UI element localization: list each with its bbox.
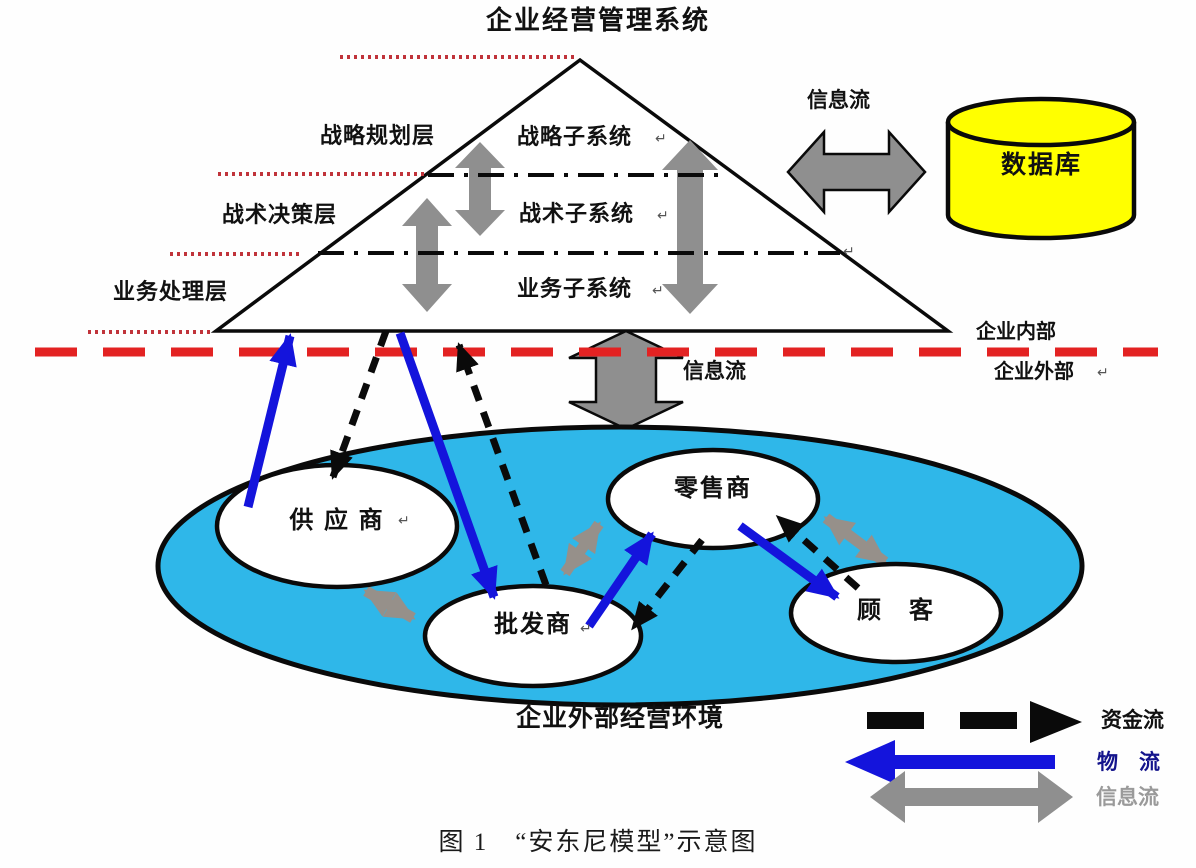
- environment-label: 企业外部经营环境: [515, 704, 724, 732]
- info-arrow-boundary: [568, 329, 684, 431]
- layer-label-strategic: 战略规划层: [320, 123, 436, 148]
- capital-arrow-wholesaler-enterprise: [455, 342, 550, 587]
- layer-label-tactical: 战术决策层: [222, 202, 338, 227]
- customer-circle: [788, 561, 1004, 665]
- material-arrow-wholesaler-retailer: [585, 531, 656, 629]
- info-arrow-all-levels: [662, 140, 718, 314]
- subsystem-label-business: 业务子系统: [517, 276, 633, 301]
- return-mark: ↵: [652, 282, 664, 298]
- diagram-title: 企业经营管理系统: [485, 5, 710, 35]
- legend-information-flow-label: 信息流: [1096, 786, 1159, 809]
- customer-label: 顾 客: [857, 597, 935, 624]
- database-cylinder-top: [945, 96, 1137, 148]
- info-arrow-supplier-wholesaler: [363, 586, 416, 623]
- layer-label-business: 业务处理层: [113, 279, 229, 304]
- return-mark: ↵: [398, 512, 410, 528]
- database-flow-label: 信息流: [807, 89, 870, 112]
- subsystem-label-strategic: 战略子系统: [517, 124, 633, 149]
- figure-caption: 图 1 “安东尼模型”示意图: [438, 829, 758, 856]
- retailer-label: 零售商: [674, 475, 752, 502]
- retailer-circle: [605, 447, 821, 551]
- legend-capital-flow-symbol: [867, 701, 1082, 743]
- wholesaler-circle: [422, 583, 644, 689]
- legend-material-flow-symbol: [845, 740, 1055, 784]
- material-arrow-supplier-enterprise: [243, 333, 297, 509]
- subsystem-label-tactical: 战术子系统: [519, 201, 635, 226]
- return-mark: ↵: [657, 207, 669, 223]
- legend-material-flow-label: 物 流: [1097, 751, 1160, 774]
- return-mark: ↵: [843, 243, 855, 259]
- boundary-outside-label: 企业外部: [994, 361, 1074, 383]
- info-arrow-database: [786, 128, 927, 216]
- info-arrow-retailer-customer: [822, 513, 889, 567]
- return-mark: ↵: [655, 130, 667, 146]
- return-mark: ↵: [1097, 364, 1109, 380]
- capital-arrow-customer-retailer: [775, 514, 861, 591]
- info-arrow-wholesaler-retailer: [560, 520, 604, 577]
- legend-information-flow-symbol: [870, 771, 1073, 823]
- pyramid-triangle: [210, 57, 954, 333]
- wholesaler-label: 批发商: [494, 611, 572, 638]
- database-label: 数据库: [1000, 151, 1082, 179]
- capital-arrow-retailer-wholesaler: [630, 537, 705, 631]
- database-cylinder-body: [945, 122, 1137, 241]
- return-mark: ↵: [580, 620, 592, 636]
- material-arrow-enterprise-wholesaler: [395, 331, 499, 600]
- boundary-flow-label: 信息流: [683, 360, 746, 383]
- legend-capital-flow-label: 资金流: [1101, 709, 1164, 732]
- info-arrow-strategic-tactical: [455, 142, 505, 236]
- material-arrow-retailer-customer: [737, 522, 840, 601]
- boundary-inside-label: 企业内部: [976, 321, 1056, 343]
- supplier-label: 供 应 商: [289, 507, 385, 534]
